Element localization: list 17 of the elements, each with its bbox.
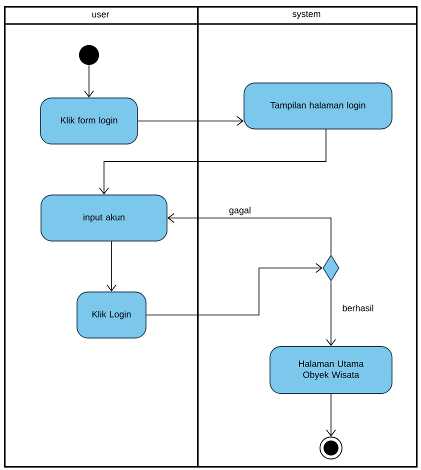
arrow: [146, 263, 323, 316]
arrow: [167, 213, 332, 255]
arrow: [138, 116, 244, 126]
edge-label: gagal: [229, 206, 250, 216]
arrow: [84, 64, 94, 98]
action-box: Klik form login: [40, 98, 138, 144]
action-box: input akun: [40, 194, 168, 242]
action-box: Klik Login: [76, 292, 146, 338]
action-box: Tampilan halaman login: [244, 82, 392, 130]
arrow: [326, 394, 336, 437]
edge-label: berhasil: [342, 304, 374, 312]
final-node: [320, 436, 342, 460]
initial-node: [79, 45, 99, 65]
arrow: [326, 281, 336, 346]
arrow: [106, 241, 116, 292]
arrow: [99, 129, 326, 195]
action-box: Halaman Utama Obyek Wisata: [270, 346, 392, 394]
